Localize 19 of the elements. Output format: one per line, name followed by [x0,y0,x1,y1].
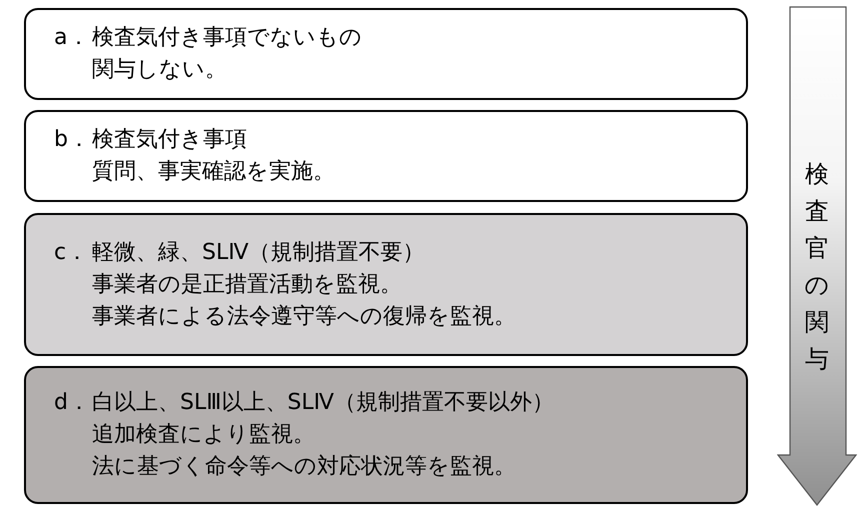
item-heading: 検査気付き事項 [92,127,247,153]
item-letter: c． [54,240,88,266]
text-box [24,213,748,356]
item-text: 追加検査により監視。 [92,422,315,448]
text-box [24,8,748,100]
item-text: 法に基づく命令等への対応状況等を監視。 [92,454,516,480]
item-letter: d． [54,390,90,416]
item-text: 事業者の是正措置活動を監視。 [92,272,402,298]
item-text: 質問、事実確認を実施。 [92,159,335,185]
arrow-label: 検査官の関与 [804,159,830,375]
text-box [24,110,748,202]
item-heading: 白以上、SLⅢ以上、SLⅣ（規制措置不要以外） [92,390,554,416]
text-box [24,366,748,504]
item-heading: 軽微、緑、SLⅣ（規制措置不要） [92,240,425,266]
item-letter: a． [54,25,90,51]
item-heading: 検査気付き事項でないもの [92,25,362,51]
item-text: 関与しない。 [92,57,227,83]
item-letter: b． [54,127,90,153]
item-text: 事業者による法令遵守等への復帰を監視。 [92,304,516,330]
